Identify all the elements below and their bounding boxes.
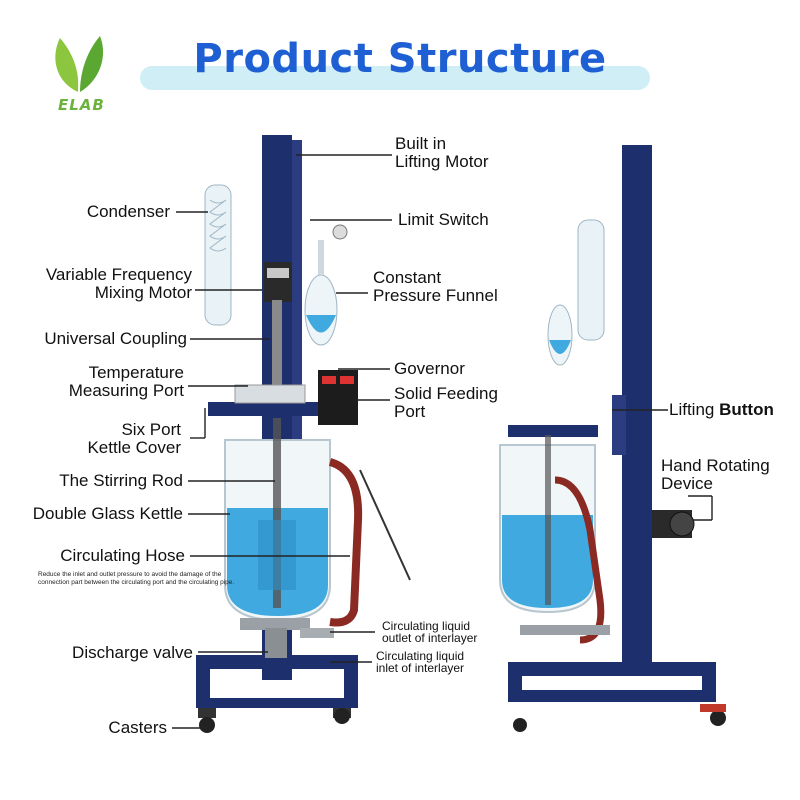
label-line: Pressure Funnel: [373, 286, 498, 305]
label-line: inlet of interlayer: [376, 661, 465, 675]
label-line: Kettle Cover: [87, 438, 181, 457]
label-line: Measuring Port: [68, 381, 184, 400]
label-line: Lifting Motor: [395, 152, 489, 171]
label-lifting-button: Lifting Button: [669, 401, 774, 419]
label-line: outlet of interlayer: [382, 631, 478, 645]
label-line: Solid Feeding: [394, 384, 498, 403]
circulating-hose-note: Reduce the inlet and outlet pressure to …: [38, 571, 235, 586]
label-the-stirring-rod: The Stirring Rod: [59, 471, 183, 490]
label-line: Variable Frequency: [45, 265, 192, 284]
label-limit-switch: Limit Switch: [398, 210, 489, 229]
label-solid-feeding-port: Solid Feeding Port: [394, 385, 498, 421]
label-hand-rotating-device: Hand Rotating Device: [661, 457, 770, 493]
label-circulating-liquid-inlet: Circulating liquid inlet of interlayer: [376, 650, 464, 674]
label-variable-frequency-mixing-motor: Variable Frequency Mixing Motor: [0, 266, 192, 302]
label-part: Lifting: [669, 400, 720, 419]
label-constant-pressure-funnel: Constant Pressure Funnel: [373, 269, 498, 305]
label-governor: Governor: [394, 359, 465, 378]
title-highlight-band: [140, 66, 650, 90]
elab-leaf-logo-icon: [55, 36, 104, 92]
label-line: Built in: [395, 134, 447, 153]
label-discharge-valve: Discharge valve: [72, 643, 193, 662]
label-line: Port: [394, 402, 426, 421]
label-six-port-kettle-cover: Six Port Kettle Cover: [0, 421, 181, 457]
label-temperature-measuring-port: Temperature Measuring Port: [0, 364, 184, 400]
label-double-glass-kettle: Double Glass Kettle: [32, 504, 183, 523]
label-line: Circulating liquid: [376, 649, 465, 663]
label-line: Circulating liquid: [382, 619, 471, 633]
label-line: Device: [661, 474, 713, 493]
label-line: Temperature: [88, 363, 184, 382]
leader-lines: [172, 154, 713, 729]
label-circulating-hose: Circulating Hose: [60, 546, 185, 565]
label-part-bold: Button: [719, 400, 774, 419]
label-built-in-lifting-motor: Built in Lifting Motor: [395, 135, 489, 171]
left-reactor: [196, 135, 411, 733]
page-title: Product Structure: [193, 36, 607, 82]
label-casters: Casters: [108, 718, 167, 737]
label-circulating-liquid-outlet: Circulating liquid outlet of interlayer: [382, 620, 477, 644]
brand-name: ELAB: [58, 96, 105, 114]
label-line: Constant: [373, 268, 442, 287]
label-universal-coupling: Universal Coupling: [44, 329, 187, 348]
right-reactor: [499, 145, 726, 732]
label-line: Mixing Motor: [94, 283, 192, 302]
label-condenser: Condenser: [86, 202, 170, 221]
label-line: Six Port: [121, 420, 181, 439]
label-line: Hand Rotating: [661, 456, 770, 475]
